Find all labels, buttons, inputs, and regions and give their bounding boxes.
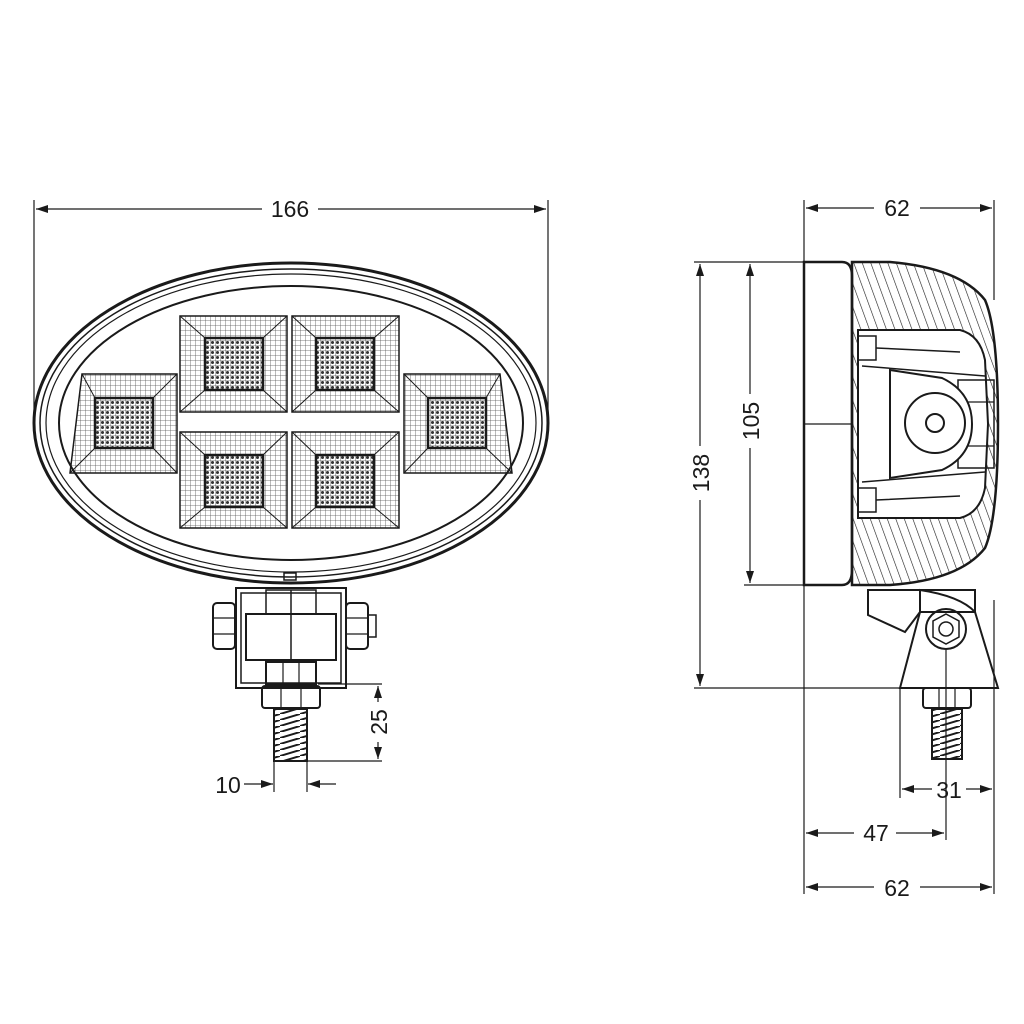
dim-thread-diameter: 10	[215, 760, 336, 798]
dim-thread-length: 25	[307, 683, 392, 762]
dim-bracket-offset: 47	[806, 650, 947, 846]
led-module-top-right	[291, 315, 400, 413]
dim-47-label: 47	[863, 820, 889, 846]
mounting-bolt-front	[261, 661, 321, 762]
led-module-bottom-right	[291, 431, 400, 529]
led-module-right	[403, 373, 513, 474]
housing-rim-3	[45, 273, 537, 573]
dim-10-label: 10	[215, 772, 241, 798]
dim-166-label: 166	[271, 196, 309, 222]
dim-bracket-width: 31	[899, 600, 995, 894]
dim-62-bottom-label: 62	[884, 875, 910, 901]
pivot-hole	[925, 413, 945, 433]
dim-side-overall-depth: 62	[803, 585, 992, 901]
dim-62-top-label: 62	[884, 195, 910, 221]
side-view	[802, 260, 1000, 760]
dim-front-width: 166	[33, 196, 549, 420]
dim-side-lens-height: 105	[736, 264, 804, 586]
led-module-bottom-left	[179, 431, 288, 529]
dim-side-total-height: 138	[686, 261, 900, 689]
housing-rim-2	[39, 268, 543, 578]
dim-138-label: 138	[688, 454, 714, 492]
mounting-bracket-side	[867, 588, 1000, 760]
led-module-top-left	[179, 315, 288, 413]
led-module-left	[69, 373, 178, 474]
housing-tab	[283, 572, 297, 581]
housing-outer-rim	[32, 261, 550, 585]
dim-25-label: 25	[366, 709, 392, 735]
dim-105-label: 105	[738, 402, 764, 440]
mounting-bracket-front	[212, 587, 377, 689]
dim-side-depth-top: 62	[803, 195, 995, 300]
front-view	[32, 261, 550, 762]
lens-edge	[58, 285, 524, 561]
dim-31-label: 31	[936, 777, 962, 803]
